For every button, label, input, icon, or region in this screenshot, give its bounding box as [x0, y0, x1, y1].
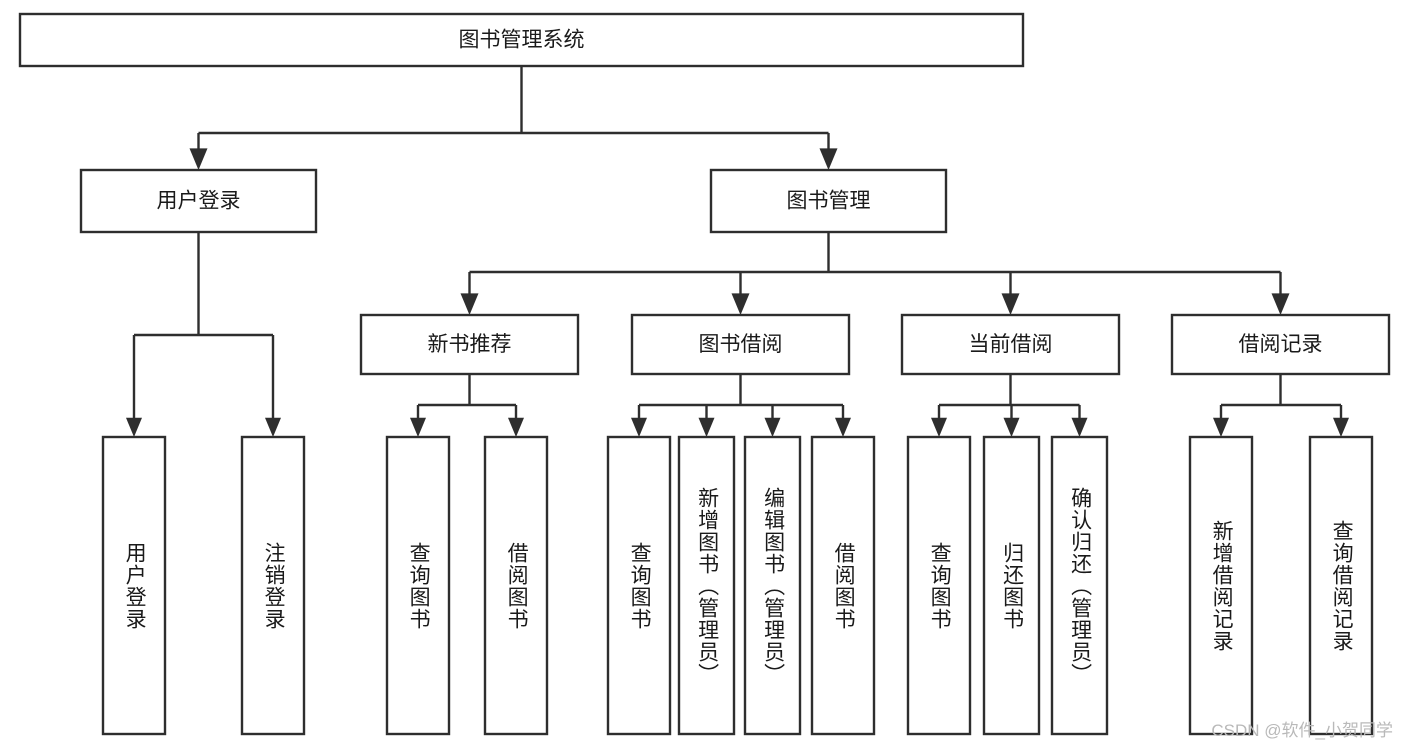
arrow-head-icon [1003, 417, 1020, 437]
node-box-leaf-borrow-book-1[interactable] [483, 435, 549, 736]
node-box-book-borrow[interactable] [630, 313, 851, 376]
node-label-book-borrow: 图书借阅 [699, 333, 783, 356]
node-box-leaf-confirm-return[interactable] [1050, 435, 1109, 736]
node-box-leaf-return-book[interactable] [982, 435, 1041, 736]
arrow-head-icon [410, 417, 426, 437]
node-label-borrow-record: 借阅记录 [1239, 333, 1323, 356]
arrow-head-icon [508, 417, 524, 437]
arrow-head-icon [731, 293, 750, 315]
node-box-leaf-add-book[interactable] [677, 435, 736, 736]
arrow-head-icon [1071, 417, 1088, 437]
arrow-head-icon [460, 293, 479, 315]
node-box-leaf-query-borrow-record[interactable] [1308, 435, 1374, 736]
arrow-head-icon [835, 417, 851, 437]
arrow-head-icon [631, 417, 647, 437]
arrow-head-icon [698, 417, 715, 437]
boxes-layer [18, 12, 1391, 736]
node-box-user-login[interactable] [79, 168, 318, 234]
arrow-head-icon [189, 148, 208, 170]
arrow-head-icon [1333, 417, 1349, 437]
node-box-leaf-user-login[interactable] [101, 435, 167, 736]
node-box-leaf-query-book-3[interactable] [906, 435, 972, 736]
arrow-head-icon [819, 148, 838, 170]
node-label-new-book-recommend: 新书推荐 [428, 333, 512, 356]
node-box-leaf-add-borrow-record[interactable] [1188, 435, 1254, 736]
arrow-head-icon [1001, 293, 1020, 315]
node-box-current-borrow[interactable] [900, 313, 1121, 376]
node-label-book-management: 图书管理 [787, 190, 871, 213]
node-label-user-login: 用户登录 [157, 190, 241, 213]
arrow-head-icon [1213, 417, 1229, 437]
node-box-root[interactable] [18, 12, 1025, 68]
node-box-leaf-query-book-2[interactable] [606, 435, 672, 736]
node-box-leaf-query-book-1[interactable] [385, 435, 451, 736]
arrow-head-icon [126, 417, 142, 437]
arrow-head-icon [764, 417, 781, 437]
arrow-head-icon [265, 417, 281, 437]
node-box-leaf-edit-book[interactable] [743, 435, 802, 736]
connectors-layer [126, 66, 1349, 437]
node-box-leaf-logout[interactable] [240, 435, 306, 736]
node-label-root: 图书管理系统 [459, 29, 585, 52]
node-box-new-book-recommend[interactable] [359, 313, 580, 376]
arrow-head-icon [1271, 293, 1290, 315]
arrow-head-icon [931, 417, 947, 437]
node-label-current-borrow: 当前借阅 [969, 333, 1053, 356]
node-box-borrow-record[interactable] [1170, 313, 1391, 376]
watermark-text: CSDN @软件_小贺同学 [1211, 721, 1393, 740]
node-box-book-management[interactable] [709, 168, 948, 234]
node-box-leaf-borrow-book-2[interactable] [810, 435, 876, 736]
